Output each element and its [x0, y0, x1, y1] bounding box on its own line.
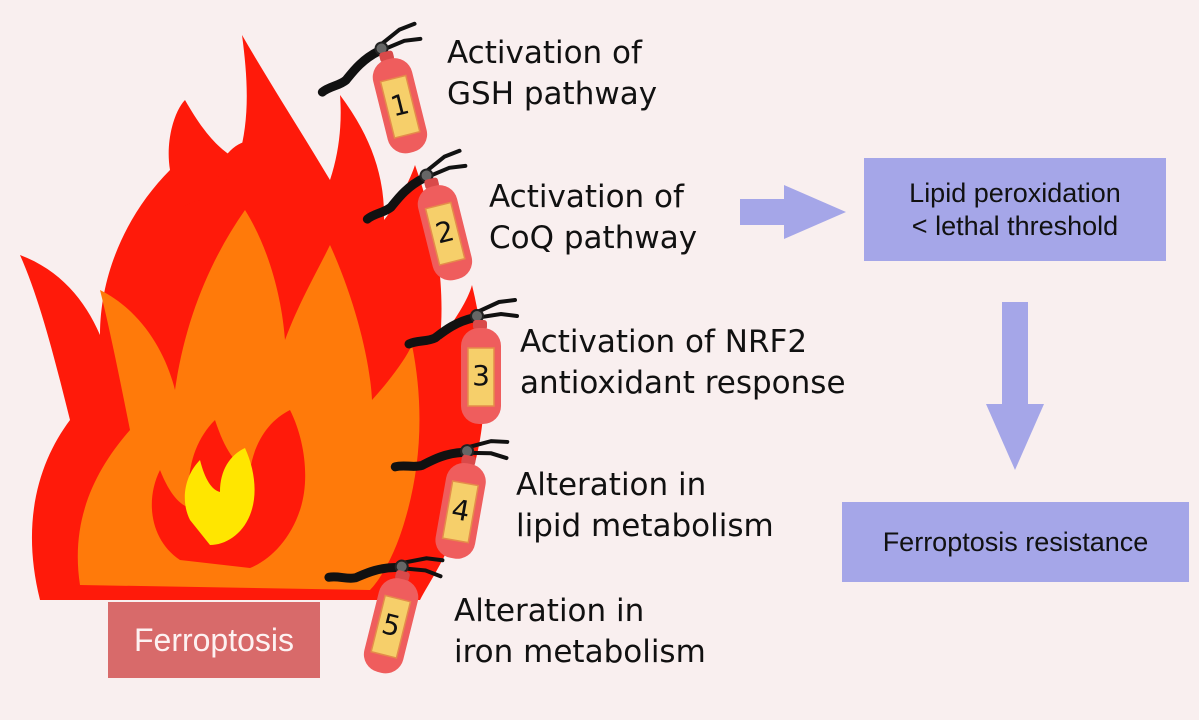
extinguisher-label: Alteration in iron metabolism — [454, 593, 706, 670]
outcome-line-1: Lipid peroxidation — [909, 177, 1121, 208]
arrow-right-icon — [740, 185, 846, 239]
result-label: Ferroptosis resistance — [882, 526, 1149, 557]
arrow-down-icon — [986, 302, 1044, 470]
outcome-line-2: < lethal threshold — [911, 210, 1119, 241]
extinguisher-number: 3 — [472, 359, 490, 392]
extinguisher-label: Activation of CoQ pathway — [489, 179, 698, 256]
extinguisher-icon: 3 — [409, 300, 517, 424]
ferroptosis-label: Ferroptosis — [108, 602, 320, 678]
extinguisher-label: Activation of GSH pathway — [447, 35, 658, 112]
result-box: Ferroptosis resistance — [842, 502, 1189, 582]
extinguisher-label: Alteration in lipid metabolism — [516, 467, 774, 544]
extinguisher-icon: 1 — [312, 23, 447, 169]
outcome-box: Lipid peroxidation < lethal threshold — [864, 158, 1166, 261]
extinguisher-icon: 4 — [381, 424, 509, 565]
extinguisher-label: Activation of NRF2 antioxidant response — [520, 324, 846, 401]
extinguisher-icon: 2 — [357, 150, 492, 296]
extinguisher-icon: 5 — [310, 535, 445, 681]
flame-icon — [20, 35, 485, 600]
extinguisher-number: 4 — [449, 493, 472, 529]
